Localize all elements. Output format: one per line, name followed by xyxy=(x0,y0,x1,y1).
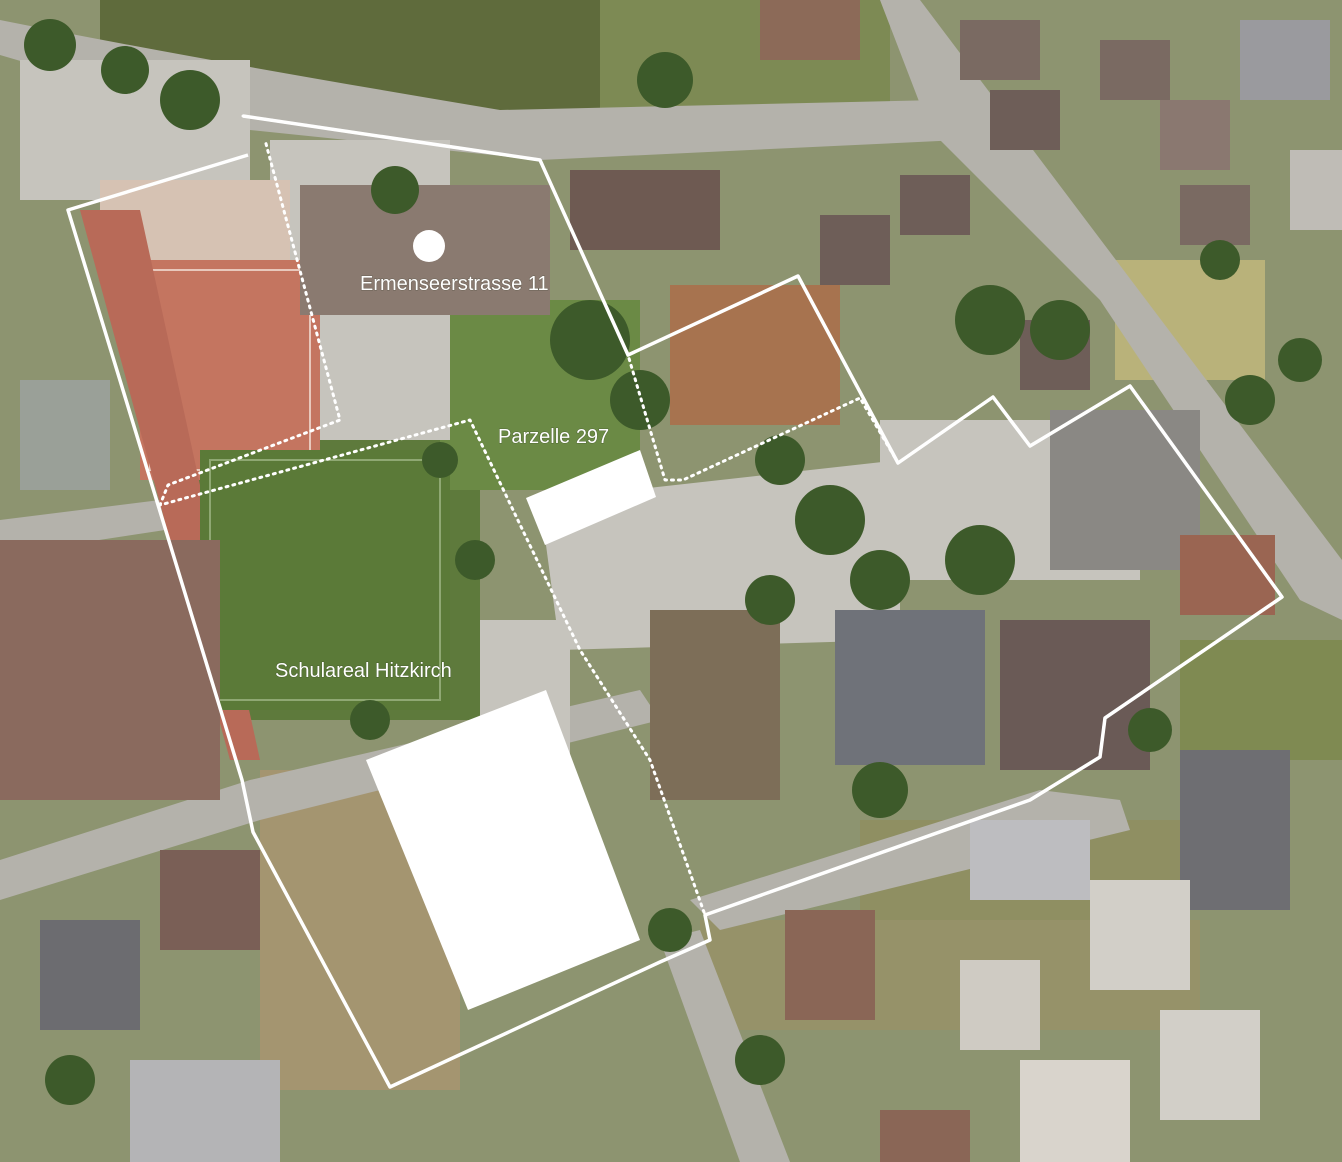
planned-building-large xyxy=(366,690,640,1010)
school-area-label: Schulareal Hitzkirch xyxy=(275,660,452,682)
parcel-label: Parzelle 297 xyxy=(498,426,609,448)
planned-building-pavilion xyxy=(526,450,656,545)
trees xyxy=(24,19,1322,1105)
address-label: Ermenseerstrasse 11 xyxy=(360,273,549,295)
parcel-297-boundary xyxy=(158,114,1284,917)
address-marker xyxy=(413,230,445,262)
